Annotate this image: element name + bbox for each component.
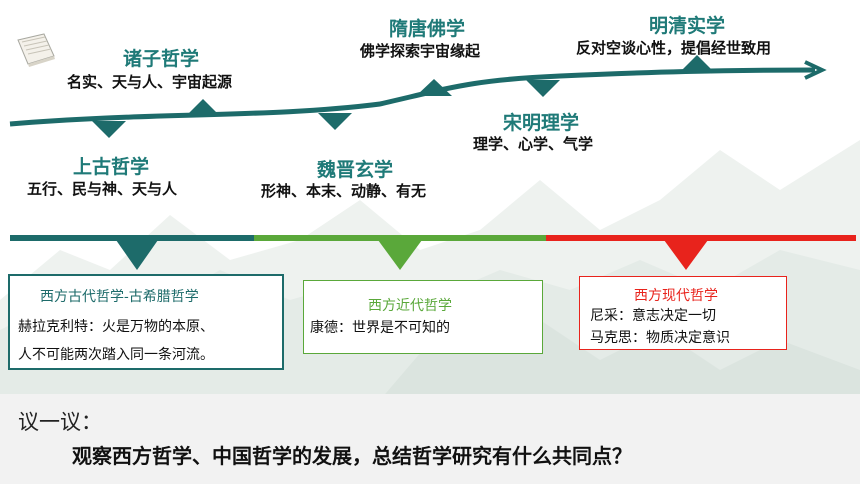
discussion-question: 观察西方哲学、中国哲学的发展，总结哲学研究有什么共同点？ — [72, 444, 632, 468]
box-ancient-line-2: 人不可能两次踏入同一条河流。 — [18, 347, 214, 363]
era-title-weijin: 魏晋玄学 — [317, 159, 394, 181]
era-title-mingqing: 明清实学 — [649, 15, 726, 37]
box-contemporary-line-2: 马克思：物质决定意识 — [590, 330, 730, 346]
era-desc-shanggu: 五行、民与神、天与人 — [27, 180, 178, 198]
discussion-label: 议一议： — [18, 410, 102, 434]
era-desc-mingqing: 反对空谈心性，提倡经世致用 — [576, 39, 772, 57]
box-ancient-line-1: 赫拉克利特：火是万物的本原、 — [18, 319, 214, 335]
box-contemporary: 西方现代哲学 尼采：意志决定一切 马克思：物质决定意识 — [579, 276, 787, 350]
era-title-shanggu: 上古哲学 — [73, 156, 150, 178]
era-desc-weijin: 形神、本末、动静、有无 — [261, 182, 427, 200]
box-ancient: 西方古代哲学-古希腊哲学 赫拉克利特：火是万物的本原、 人不可能两次踏入同一条河… — [8, 274, 284, 370]
box-modern-title: 西方近代哲学 — [368, 298, 452, 314]
band-modern — [254, 235, 546, 241]
era-title-songming: 宋明理学 — [503, 112, 580, 134]
era-desc-songming: 理学、心学、气学 — [473, 135, 594, 153]
scroll-book-icon — [17, 33, 55, 67]
box-contemporary-line-1: 尼采：意志决定一切 — [590, 308, 716, 324]
band-ancient — [10, 235, 254, 241]
era-title-suitang: 隋唐佛学 — [389, 18, 466, 40]
era-desc-zhuzi: 名实、天与人、宇宙起源 — [67, 73, 233, 91]
box-modern: 西方近代哲学 康德：世界是不可知的 — [303, 280, 543, 354]
discussion-panel: 议一议： 观察西方哲学、中国哲学的发展，总结哲学研究有什么共同点？ — [0, 394, 860, 484]
band-pointers — [116, 240, 708, 270]
box-modern-line-1: 康德：世界是不可知的 — [310, 320, 450, 336]
era-title-zhuzi: 诸子哲学 — [123, 48, 200, 70]
era-desc-suitang: 佛学探索宇宙缘起 — [360, 42, 481, 60]
box-contemporary-title: 西方现代哲学 — [634, 288, 718, 304]
timeline-curve — [9, 55, 827, 138]
box-ancient-title: 西方古代哲学-古希腊哲学 — [40, 289, 199, 305]
band-contemporary — [546, 235, 856, 241]
